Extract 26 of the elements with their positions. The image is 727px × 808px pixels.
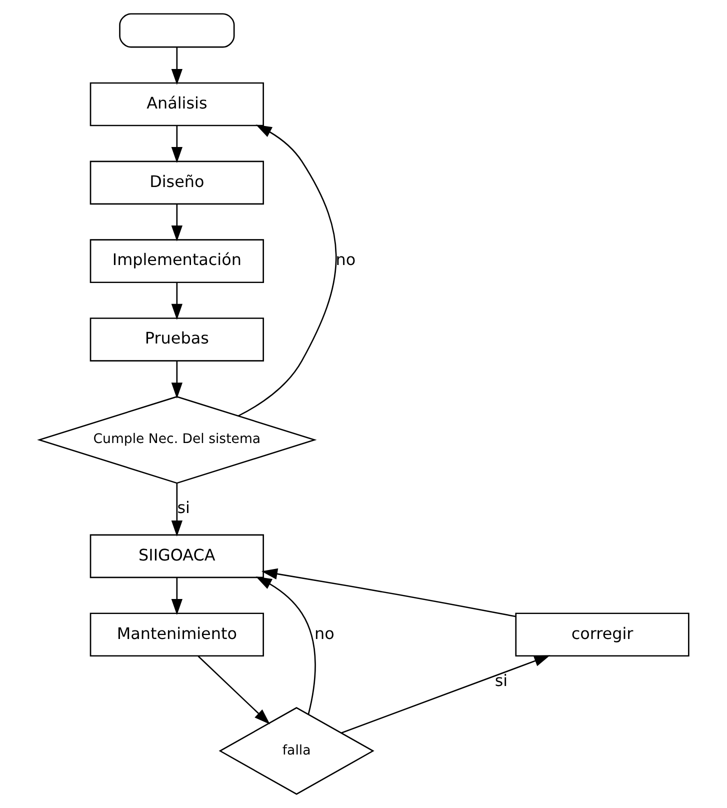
node-box: Análisis: [89, 82, 264, 126]
node-box: Diseño: [89, 160, 264, 205]
arrow: [170, 204, 182, 242]
edge-label: si: [176, 498, 190, 518]
arrow: [170, 282, 182, 320]
arrow: [340, 655, 550, 734]
edge-label: no: [335, 250, 356, 270]
node-box: SIIGOACA: [89, 534, 264, 578]
arrow: [170, 361, 182, 399]
node-box: Pruebas: [89, 318, 264, 362]
arrow: [197, 656, 270, 724]
node-pill: [118, 13, 234, 48]
arrow: [238, 124, 336, 416]
arrow: [170, 126, 182, 163]
edge-label: si: [494, 670, 508, 690]
arrow: [170, 484, 182, 536]
arrow: [260, 568, 516, 618]
arrow: [170, 578, 182, 615]
node-box: Mantenimiento: [89, 612, 264, 657]
node-diamond: falla: [218, 706, 374, 795]
node-diamond: Cumple Nec. Del sistema: [36, 396, 316, 484]
arrow: [170, 47, 182, 85]
edge-label: no: [314, 624, 334, 643]
node-box: Implementación: [89, 239, 264, 284]
node-box: corregir: [514, 612, 689, 657]
arrow: [255, 576, 316, 714]
